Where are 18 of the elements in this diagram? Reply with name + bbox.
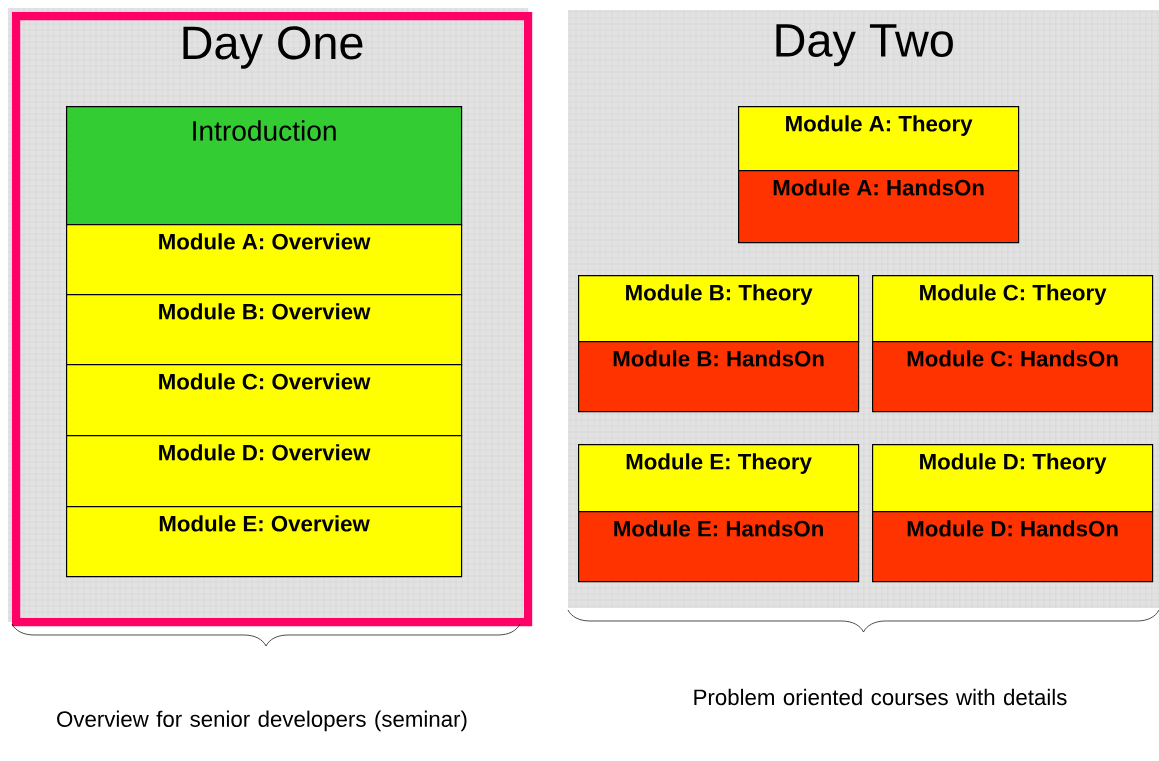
brace-label: Overview for senior developers (seminar) [57,710,467,732]
module-box: Module E: HandsOn [578,511,860,583]
module-box: Module D: HandsOn [872,511,1154,583]
brace-label: Problem oriented courses with details [694,688,1067,706]
module-box: Module B: Overview [66,294,463,366]
module-box: Module A: HandsOn [738,170,1020,244]
module-box: Module D: Overview [66,435,463,508]
module-box: Module D: Theory [872,444,1154,513]
module-box: Module E: Overview [66,506,463,578]
module-box: Module B: Theory [578,275,860,343]
intro-box: Introduction [66,106,463,226]
module-box: Module A: Overview [66,224,463,296]
module-box: Module E: Theory [578,444,860,513]
module-box: Module B: HandsOn [578,341,860,413]
module-box: Module C: Theory [872,275,1154,343]
module-box: Module A: Theory [738,106,1020,172]
module-box: Module C: HandsOn [872,341,1154,413]
module-box: Module C: Overview [66,364,463,437]
